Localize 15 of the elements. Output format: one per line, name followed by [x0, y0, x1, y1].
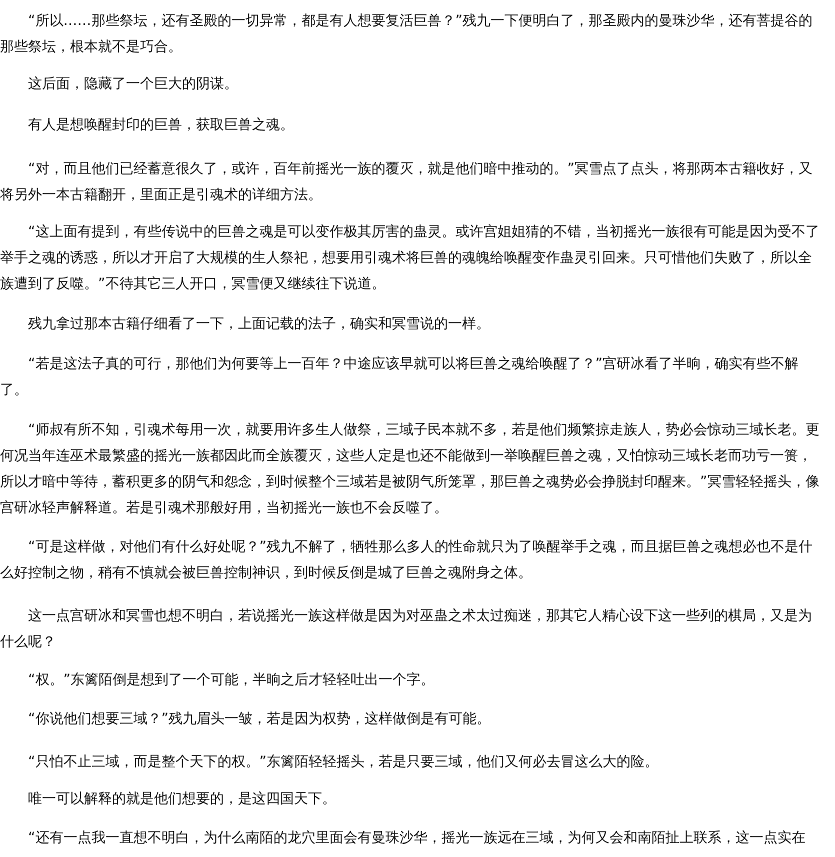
paragraph: 残九拿过那本古籍仔细看了一下，上面记载的法子，确实和冥雪说的一样。 — [27, 315, 491, 334]
paragraph: “你说他们想要三域？”残九眉头一皱，若是因为权势，这样做倒是有可能。 — [27, 710, 492, 729]
paragraph: “所以……那些祭坛，还有圣殿的一切异常，都是有人想要复活巨兽？”残九一下便明白了，那圣殿内的曼珠沙华，还有菩提谷的那些祭坛，根本就不是巧合。 — [0, 12, 814, 57]
paragraph: “师叔有所不知，引魂术每用一次，就要用许多生人做祭，三域子民本就不多，若是他们频繁掠走族人，势必会惊动三域长老。更何况当年连巫术最繁盛的摇光一族都因此而全族覆灭，这些人定是也还不能做到一举唤醒巨兽之魂，又怕惊动三域长老而功亏一篑，所以才暗中等待，蓄积更多的阴气和怨念，到时候整个三域若是被阴气所笼罩，那巨兽之魂势必会挣脱封印醒来。”冥雪轻轻摇头，像宫研冰轻声解释道。若是引魂术那般好用，当初摇光一族也不会反噬了。 — [0, 421, 820, 518]
paragraph: 有人是想唤醒封印的巨兽，获取巨兽之魂。 — [27, 116, 295, 135]
paragraph: “若是这法子真的可行，那他们为何要等上一百年？中途应该早就可以将巨兽之魂给唤醒了？”宫研冰看了半晌，确实有些不解了。 — [0, 355, 800, 400]
paragraph: “对，而且他们已经蓄意很久了，或许，百年前摇光一族的覆灭，就是他们暗中推动的。”冥雪点了点头，将那两本古籍收好，又将另外一本古籍翻开，里面正是引魂术的详细方法。 — [0, 160, 814, 205]
paragraph: “权。”东篱陌倒是想到了一个可能，半晌之后才轻轻吐出一个字。 — [27, 671, 436, 690]
paragraph: “可是这样做，对他们有什么好处呢？”残九不解了，牺牲那么多人的性命就只为了唤醒举手之魂，而且据巨兽之魂想必也不是什么好控制之物，稍有不慎就会被巨兽控制神识，到时候反倒是城了巨兽之魂附身之体。 — [0, 538, 814, 583]
paragraph: 唯一可以解释的就是他们想要的，是这四国天下。 — [27, 790, 337, 809]
paragraph: “还有一点我一直想不明白，为什么南陌的龙穴里面会有曼珠沙华，摇光一族远在三域，为何又会和南陌扯上联系，这一点实在 — [27, 829, 806, 848]
paragraph: “只怕不止三域，而是整个天下的权。”东篱陌轻轻摇头，若是只要三域，他们又何必去冒这么大的险。 — [27, 753, 660, 772]
paragraph: 这一点宫研冰和冥雪也想不明白，若说摇光一族这样做是因为对巫蛊之术太过痴迷，那其它人精心设下这一些列的棋局，又是为什么呢？ — [0, 607, 813, 652]
paragraph: 这后面，隐藏了一个巨大的阴谋。 — [27, 75, 239, 94]
paragraph: “这上面有提到，有些传说中的巨兽之魂是可以变作极其厉害的蛊灵。或许宫姐姐猜的不错，当初摇光一族很有可能是因为受不了举手之魂的诱惑，所以才开启了大规模的生人祭祀，想要用引魂术将巨兽的魂魄给唤醒变作蛊灵引回来。只可惜他们失败了，所以全族遭到了反噬。”不待其它三人开口，冥雪便又继续往下说道。 — [0, 223, 820, 294]
